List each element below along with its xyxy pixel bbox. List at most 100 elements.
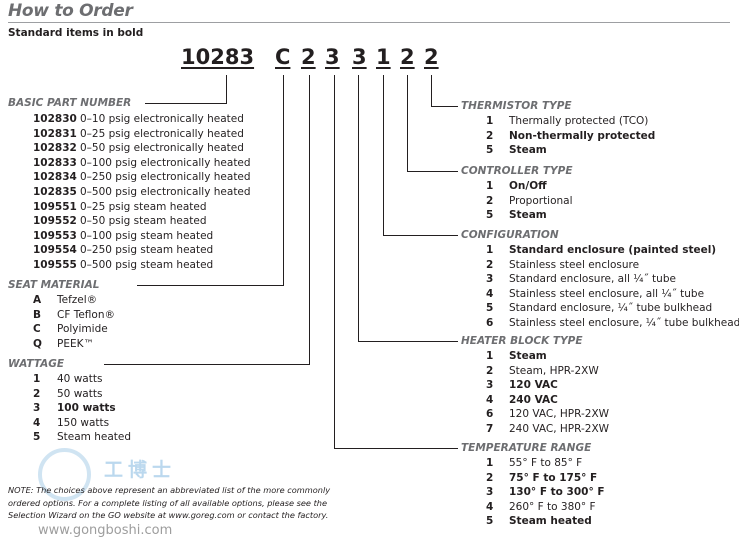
option-code: C (33, 323, 41, 336)
option-text: 0–500 psig electronically heated (80, 185, 251, 198)
option-row: 3 100 watts (33, 401, 131, 416)
option-code: 102830 (33, 113, 77, 125)
code-seat: C (275, 45, 291, 69)
option-code: 7 (486, 422, 494, 435)
configuration-label: CONFIGURATION (461, 229, 559, 241)
page-title: How to Order (8, 1, 133, 21)
watermark-text: 工博士 (104, 459, 177, 481)
option-code: 102832 (33, 142, 77, 155)
option-text: 120 VAC, HPR-2XW (509, 408, 610, 421)
watermark-logo (38, 448, 91, 501)
option-code: 102831 (33, 127, 77, 140)
option-code: 4 (486, 393, 494, 406)
option-row: 6 Stainless steel enclosure, ¼˝ tube bulk… (486, 316, 739, 331)
option-code: 4 (486, 500, 494, 513)
option-row: 3 130° F to 300° F (486, 485, 605, 500)
option-code: 3 (33, 402, 41, 415)
option-text: On/Off (509, 180, 547, 192)
option-text: 0–10 psig electronically heated (80, 113, 244, 125)
option-row: Q PEEK™ (33, 337, 115, 352)
option-text: Polyimide (57, 323, 108, 336)
option-code: 109552 (33, 215, 77, 228)
option-code: 2 (486, 364, 494, 377)
option-code: 2 (486, 471, 494, 484)
option-row: 4 Stainless steel enclosure, all ¼˝ tube (486, 287, 739, 302)
option-text: 0–50 psig electronically heated (80, 142, 244, 155)
code-heater: 3 (325, 45, 340, 69)
option-code: Q (33, 337, 42, 350)
option-row: 5 Steam heated (33, 430, 131, 445)
option-text: 100 watts (57, 402, 116, 415)
code-base: 10283 (181, 45, 255, 69)
subtitle: Standard items in bold (8, 27, 144, 39)
option-text: 240 VAC, HPR-2XW (509, 422, 610, 435)
option-text: CF Teflon® (57, 308, 115, 321)
option-code: 6 (486, 316, 494, 329)
option-text: Proportional (509, 194, 573, 207)
option-text: Non-thermally protected (509, 129, 656, 142)
option-text: 130° F to 300° F (509, 486, 605, 499)
seat-material-label: SEAT MATERIAL (8, 279, 100, 291)
option-code: 1 (33, 373, 41, 385)
option-code: 109551 (33, 200, 77, 213)
heater-block-type-label: HEATER BLOCK TYPE (461, 335, 583, 347)
option-text: Stainless steel enclosure, ¼˝ tube bulkh… (509, 316, 739, 329)
title-rule (8, 22, 730, 23)
option-text: Thermally protected (TCO) (509, 115, 649, 127)
controller-type-label: CONTROLLER TYPE (461, 165, 573, 177)
thermistor-type-label: THERMISTOR TYPE (461, 100, 572, 112)
wattage-label: WATTAGE (8, 358, 64, 370)
option-code: A (33, 294, 42, 306)
option-code: 3 (486, 486, 494, 499)
option-text: Steam (509, 350, 547, 362)
option-code: 5 (33, 431, 41, 444)
option-code: 5 (486, 144, 494, 157)
option-text: 120 VAC (509, 379, 558, 392)
option-text: 50 watts (57, 387, 103, 400)
option-row: 7 240 VAC, HPR-2XW (486, 422, 609, 437)
temperature-range-label: TEMPERATURE RANGE (461, 442, 592, 454)
option-text: 0–100 psig steam heated (80, 229, 214, 242)
option-row: 1 40 watts (33, 372, 131, 387)
option-text: Steam heated (57, 431, 132, 444)
option-row: C Polyimide (33, 322, 115, 337)
option-code: 4 (486, 287, 494, 300)
code-wattage: 2 (301, 45, 316, 69)
option-text: 0–250 psig electronically heated (80, 171, 251, 184)
option-text: 40 watts (57, 373, 103, 385)
option-text: PEEK™ (57, 337, 94, 350)
option-code: 6 (486, 408, 494, 421)
option-text: 55° F to 85° F (509, 457, 583, 469)
option-code: 109554 (33, 244, 77, 257)
option-code: 3 (486, 273, 494, 286)
option-text: Stainless steel enclosure (509, 258, 640, 271)
option-text: Stainless steel enclosure, all ¼˝ tube (509, 287, 705, 300)
option-code: 109555 (33, 258, 77, 271)
code-config: 3 (352, 45, 367, 69)
